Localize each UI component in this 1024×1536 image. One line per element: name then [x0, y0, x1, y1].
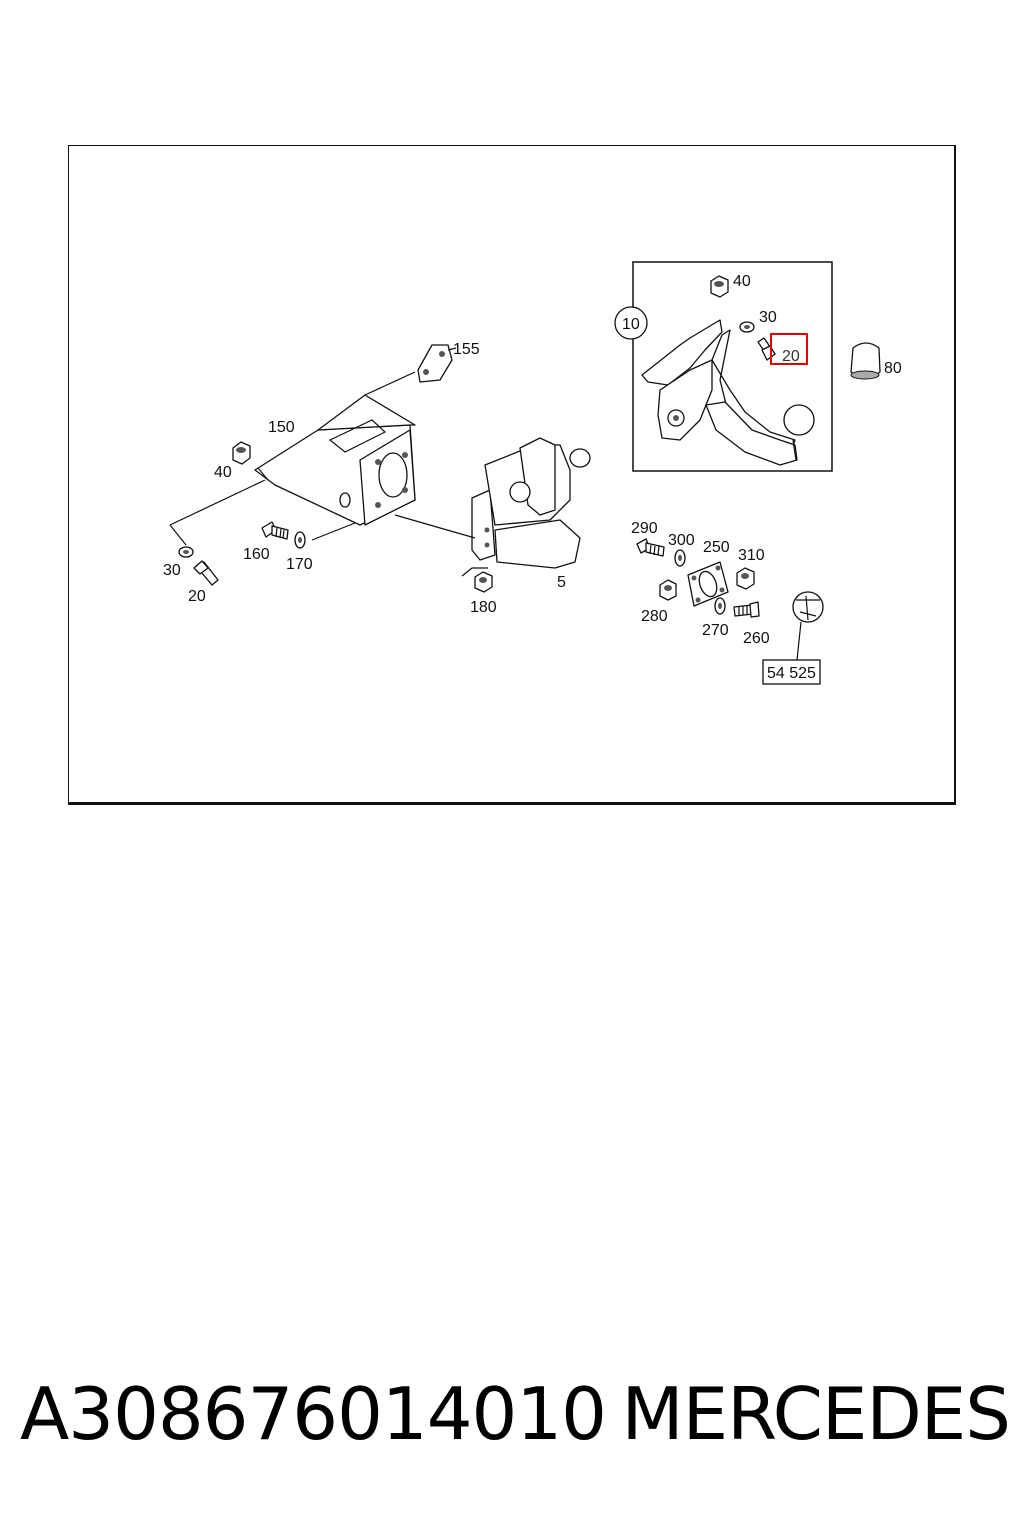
nut-180 [461, 567, 493, 593]
callout-280: 280 [641, 608, 668, 625]
towbar-10 [641, 319, 815, 466]
callout-40-left: 40 [214, 464, 232, 481]
washer-170 [294, 531, 306, 549]
assembly-10-box [632, 261, 833, 472]
footer: A308676014010 MERCEDES [20, 1372, 1011, 1456]
plate-250 [687, 561, 729, 607]
callout-300: 300 [668, 532, 695, 549]
callout-160: 160 [243, 546, 270, 563]
washer-300 [674, 549, 686, 567]
bolt-160 [261, 521, 289, 540]
leader-left-1 [169, 479, 266, 526]
callout-54525: 54 525 [767, 665, 816, 682]
callout-250: 250 [703, 539, 730, 556]
cap-80 [850, 342, 881, 380]
part-number: A308676014010 [20, 1372, 607, 1456]
callout-170: 170 [286, 556, 313, 573]
bracket-150 [254, 394, 416, 526]
callout-155: 155 [453, 341, 480, 358]
coupling-5 [394, 437, 591, 569]
washer-30-right [739, 321, 755, 333]
callout-20-left: 20 [188, 588, 206, 605]
nut-280 [659, 579, 677, 601]
bolt-20-left [193, 560, 219, 586]
bracket-155 [364, 344, 457, 396]
callout-150: 150 [268, 419, 295, 436]
callout-80: 80 [884, 360, 902, 377]
leader-170 [311, 522, 356, 541]
nut-40-left [232, 441, 251, 465]
callout-290: 290 [631, 520, 658, 537]
diagram-frame [68, 145, 956, 805]
bolt-290 [636, 538, 665, 557]
callout-310: 310 [738, 547, 765, 564]
callout-10: 10 [622, 316, 640, 333]
callout-270: 270 [702, 622, 729, 639]
callout-40-right: 40 [733, 273, 751, 290]
callout-54525-box [762, 659, 821, 685]
callout-30-right: 30 [759, 309, 777, 326]
highlight-box [770, 333, 808, 365]
bolt-20-right [757, 337, 776, 361]
nut-40-right [710, 275, 729, 298]
bolt-260 [733, 601, 760, 618]
callout-180: 180 [470, 599, 497, 616]
callout-30-left: 30 [163, 562, 181, 579]
brand-name: MERCEDES [621, 1372, 1011, 1456]
nut-310 [736, 567, 755, 590]
washer-270 [714, 597, 726, 615]
leader-left-2 [169, 524, 187, 546]
callout-5: 5 [557, 574, 566, 591]
assembly-10-circle [614, 306, 648, 340]
washer-30-left [178, 546, 194, 558]
callout-20-right: 20 [782, 348, 800, 365]
callout-260: 260 [743, 630, 770, 647]
socket-54525 [792, 591, 824, 661]
